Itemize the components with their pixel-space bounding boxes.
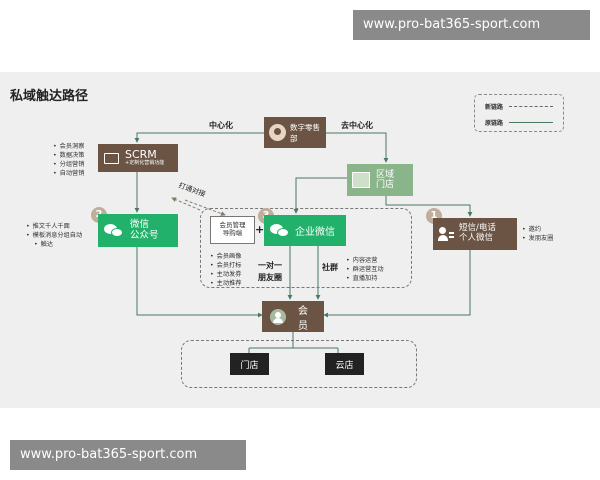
diagram-canvas: 私域触达路径 新链路 原链路 <box>0 72 600 408</box>
member-label: 会员 <box>298 305 308 332</box>
legend-old-line <box>509 122 553 123</box>
member-mgmt-feature-list: 会员画像 会员打标 主动发券 主动推荐 <box>210 252 242 288</box>
line-sms-to-member <box>323 250 471 318</box>
wecom-label: 企业微信 <box>295 227 335 238</box>
sms-wechat-node: 短信/电话 个人微信 <box>433 218 517 250</box>
scrm-feature-list: 会员洞察 数据决策 分组营销 自动营销 <box>53 142 85 178</box>
member-mgmt-label-2: 导购端 <box>222 229 243 237</box>
community-feature: 内容运营 <box>346 256 384 265</box>
sms-feature-list: 邀约 发朋友圈 <box>522 225 554 243</box>
member-mgmt-feature: 会员打标 <box>210 261 242 270</box>
member-mgmt-label-1: 会员管理 <box>219 221 246 230</box>
community-label: 社群 <box>322 263 338 272</box>
retail-dept-node: 数字零售部 <box>264 117 326 148</box>
community-feature: 直播加持 <box>346 274 384 283</box>
person-list-icon <box>438 226 454 242</box>
member-mgmt-feature: 会员画像 <box>210 252 242 261</box>
scrm-sublabel: +定制化营销功能 <box>125 160 165 167</box>
offline-store-label: 门店 <box>240 360 259 371</box>
cloud-store-node: 云店 <box>325 353 364 375</box>
scrm-feature: 自动营销 <box>53 169 85 178</box>
line-connect-dashed-back <box>171 197 201 211</box>
offline-store-node: 门店 <box>230 353 269 375</box>
wecom-node: 企业微信 <box>264 215 346 246</box>
one-to-one-label-1: 一对一 <box>258 261 282 270</box>
line-oa-to-member <box>136 247 263 318</box>
legend: 新链路 原链路 <box>474 94 564 132</box>
watermark-top: www.pro-bat365-sport.com <box>353 10 590 40</box>
member-mgmt-feature: 主动推荐 <box>210 279 242 288</box>
centralize-label: 中心化 <box>209 121 233 130</box>
headset-person-icon <box>269 124 286 141</box>
line-store-to-sms <box>385 196 473 217</box>
storefront-icon <box>352 172 370 188</box>
community-feature-list: 内容运营 群运营互动 直播加持 <box>346 256 384 283</box>
regional-store-label-1: 区域 <box>376 169 395 180</box>
regional-store-label-2: 门店 <box>376 180 395 190</box>
wechat-oa-feature: 触达 <box>26 240 82 249</box>
wechat-icon <box>270 223 290 238</box>
line-retail-to-scrm <box>134 132 264 143</box>
scrm-feature: 分组营销 <box>53 160 85 169</box>
line-store-to-wecom <box>293 177 347 214</box>
sms-feature: 邀约 <box>522 225 553 234</box>
store-region <box>181 340 417 388</box>
member-mgmt-feature: 主动发券 <box>210 270 242 279</box>
sms-feature: 发朋友圈 <box>522 234 554 243</box>
sms-wechat-label-2: 个人微信 <box>459 233 494 243</box>
legend-new-label: 新链路 <box>485 104 504 111</box>
legend-new-line <box>509 106 553 107</box>
scrm-feature: 数据决策 <box>53 151 85 160</box>
line-retail-to-store <box>326 132 389 163</box>
legend-old-label: 原链路 <box>485 120 504 127</box>
wechat-oa-node: 微信 公众号 <box>98 214 178 247</box>
line-connect-dashed <box>184 199 226 216</box>
monitor-icon <box>104 152 119 164</box>
people-group-icon <box>270 308 286 325</box>
decentralize-label: 去中心化 <box>341 121 373 130</box>
wechat-oa-label-2: 公众号 <box>130 229 159 241</box>
wechat-oa-label-1: 微信 <box>130 218 150 230</box>
sms-wechat-label-1: 短信/电话 <box>459 223 496 234</box>
community-feature: 群运营互动 <box>346 265 384 274</box>
plus-sign: + <box>255 223 265 236</box>
watermark-bottom: www.pro-bat365-sport.com <box>10 440 246 470</box>
regional-store-node: 区域 门店 <box>347 164 413 196</box>
one-to-one-label: 一对一 朋友圈 <box>258 260 282 284</box>
wechat-oa-feature-list: 推文千人千面 模板消息分组自动 触达 <box>26 222 83 249</box>
wechat-icon <box>104 223 124 238</box>
diagram-title: 私域触达路径 <box>10 89 89 104</box>
member-mgmt-node: 会员管理 导购端 <box>210 216 255 244</box>
scrm-feature: 会员洞察 <box>53 142 85 151</box>
wechat-oa-feature: 模板消息分组自动 <box>26 231 83 240</box>
wecom-region <box>200 208 412 288</box>
retail-dept-label: 数字零售部 <box>290 122 320 143</box>
scrm-label: SCRM <box>125 148 157 162</box>
scrm-node: SCRM +定制化营销功能 <box>98 144 178 172</box>
member-node: 会员 <box>262 301 324 332</box>
wechat-oa-feature: 推文千人千面 <box>26 222 82 231</box>
one-to-one-label-2: 朋友圈 <box>258 273 282 282</box>
cloud-store-label: 云店 <box>335 360 354 371</box>
